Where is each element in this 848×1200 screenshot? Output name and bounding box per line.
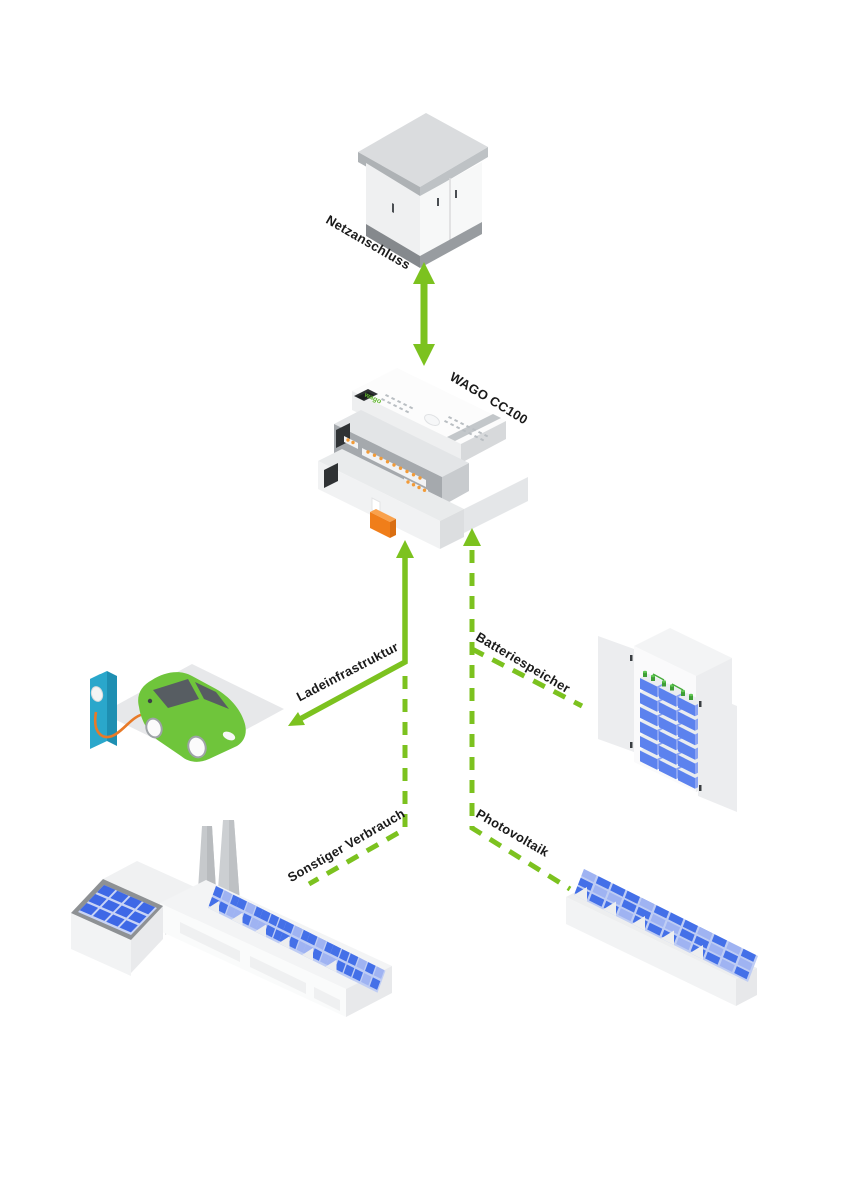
factory-icon bbox=[71, 820, 392, 1017]
charging-station-icon bbox=[90, 671, 117, 749]
wheel-icon bbox=[145, 717, 163, 739]
grid-connection-cabinet-icon bbox=[358, 113, 488, 268]
connection-consumption-line bbox=[307, 676, 408, 887]
connection-grid-line bbox=[413, 262, 435, 366]
arrowhead-up-icon bbox=[413, 262, 435, 284]
headlight-icon bbox=[222, 731, 236, 741]
arrowhead-down-icon bbox=[413, 344, 435, 366]
wheel-icon bbox=[187, 735, 207, 759]
wago-cc100-device-icon: wago bbox=[318, 368, 528, 549]
photovoltaic-array-icon bbox=[566, 869, 758, 1006]
cabinet-door-right bbox=[698, 690, 737, 812]
arrowhead-left-icon bbox=[288, 712, 305, 726]
connection-charging-line bbox=[288, 540, 414, 726]
house-with-roof-panel-icon bbox=[71, 879, 163, 976]
ev-charging-icon bbox=[90, 664, 284, 762]
connection-battery-pv-line bbox=[463, 528, 584, 892]
charge-port-icon bbox=[147, 698, 153, 704]
cabinet-door-left bbox=[598, 636, 634, 752]
arrowhead-up-icon bbox=[463, 528, 481, 546]
battery-storage-icon bbox=[598, 628, 737, 812]
arrowhead-up-icon bbox=[396, 540, 414, 558]
rooftop-solar-rows bbox=[208, 886, 386, 993]
electric-car-icon bbox=[138, 672, 246, 762]
charging-cable bbox=[93, 711, 148, 739]
